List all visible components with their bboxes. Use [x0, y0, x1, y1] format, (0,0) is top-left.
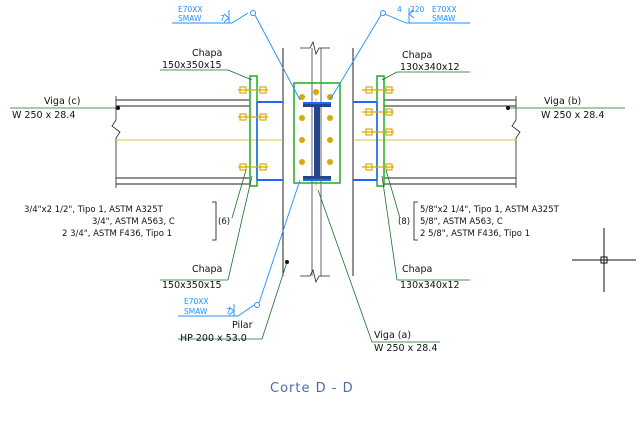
beam-a-section: [293, 82, 341, 184]
plate-tr-label: Chapa: [402, 50, 432, 61]
weld-tl-size: 7: [220, 14, 225, 23]
ucs-crosshair-icon: [572, 228, 636, 292]
column-pilar: [282, 40, 354, 284]
plate-br-label: Chapa: [402, 264, 432, 275]
weld-tr-electrode: E70XX: [432, 5, 457, 14]
bolts-right-count: (8): [398, 217, 410, 227]
weld-bl-electrode: E70XX: [184, 297, 209, 306]
bolt: [327, 115, 333, 121]
leader-dots: [116, 106, 510, 264]
spec-brackets: [212, 201, 418, 241]
plate-br-dims: 130x340x12: [400, 280, 460, 291]
bolts-right-line2: 5/8", ASTM A563, C: [420, 217, 503, 227]
bolts-left-count: (6): [218, 217, 230, 227]
bolt: [299, 115, 305, 121]
weld-bl-size: 7: [226, 307, 231, 316]
plate-tl-label: Chapa: [192, 48, 222, 59]
weld-leaders: [172, 8, 470, 317]
bolt: [313, 89, 319, 95]
bolts-inner: [299, 89, 333, 165]
drawing-title: Corte D - D: [270, 381, 354, 396]
bolts-left-line1: 3/4"x2 1/2", Tipo 1, ASTM A325T: [24, 205, 164, 215]
weld-tl-process: SMAW: [178, 14, 202, 23]
bolts-left-line2: 3/4", ASTM A563, C: [92, 217, 175, 227]
plate-left: [238, 75, 283, 187]
column-label: Pilar: [232, 320, 253, 331]
plate-bl-dims: 150x350x15: [162, 280, 222, 291]
beam-c: [111, 96, 251, 188]
beam-b-label: Viga (b): [544, 96, 581, 107]
plate-tl-dims: 150x350x15: [162, 60, 222, 71]
bolt: [327, 137, 333, 143]
beam-b: [383, 96, 521, 188]
bolt: [299, 137, 305, 143]
bolt: [327, 94, 333, 100]
column-section: HP 200 x 53.0: [180, 333, 247, 344]
weld-bl-process: SMAW: [184, 307, 208, 316]
beam-a-label: Viga (a): [374, 330, 411, 341]
plate-tr-dims: 130x340x12: [400, 62, 460, 73]
bolts-right-line3: 2 5/8", ASTM F436, Tipo 1: [420, 229, 530, 239]
beam-a-section: W 250 x 28.4: [374, 343, 437, 354]
label-leaders: [10, 69, 625, 343]
beam-c-label: Viga (c): [44, 96, 80, 107]
beam-b-section: W 250 x 28.4: [541, 110, 604, 121]
bolt: [299, 94, 305, 100]
plate-bl-label: Chapa: [192, 264, 222, 275]
beam-c-section: W 250 x 28.4: [12, 110, 75, 121]
bolts-right-line1: 5/8"x2 1/4", Tipo 1, ASTM A325T: [420, 205, 560, 215]
weld-tl-electrode: E70XX: [178, 5, 203, 14]
bolt: [327, 159, 333, 165]
bolt: [299, 159, 305, 165]
weld-tr-length: 220: [410, 5, 425, 14]
plate-right: [353, 75, 394, 187]
weld-tr-size: 4: [397, 5, 402, 14]
weld-tr-process: SMAW: [432, 14, 456, 23]
bolts-left-line3: 2 3/4", ASTM F436, Tipo 1: [62, 229, 172, 239]
